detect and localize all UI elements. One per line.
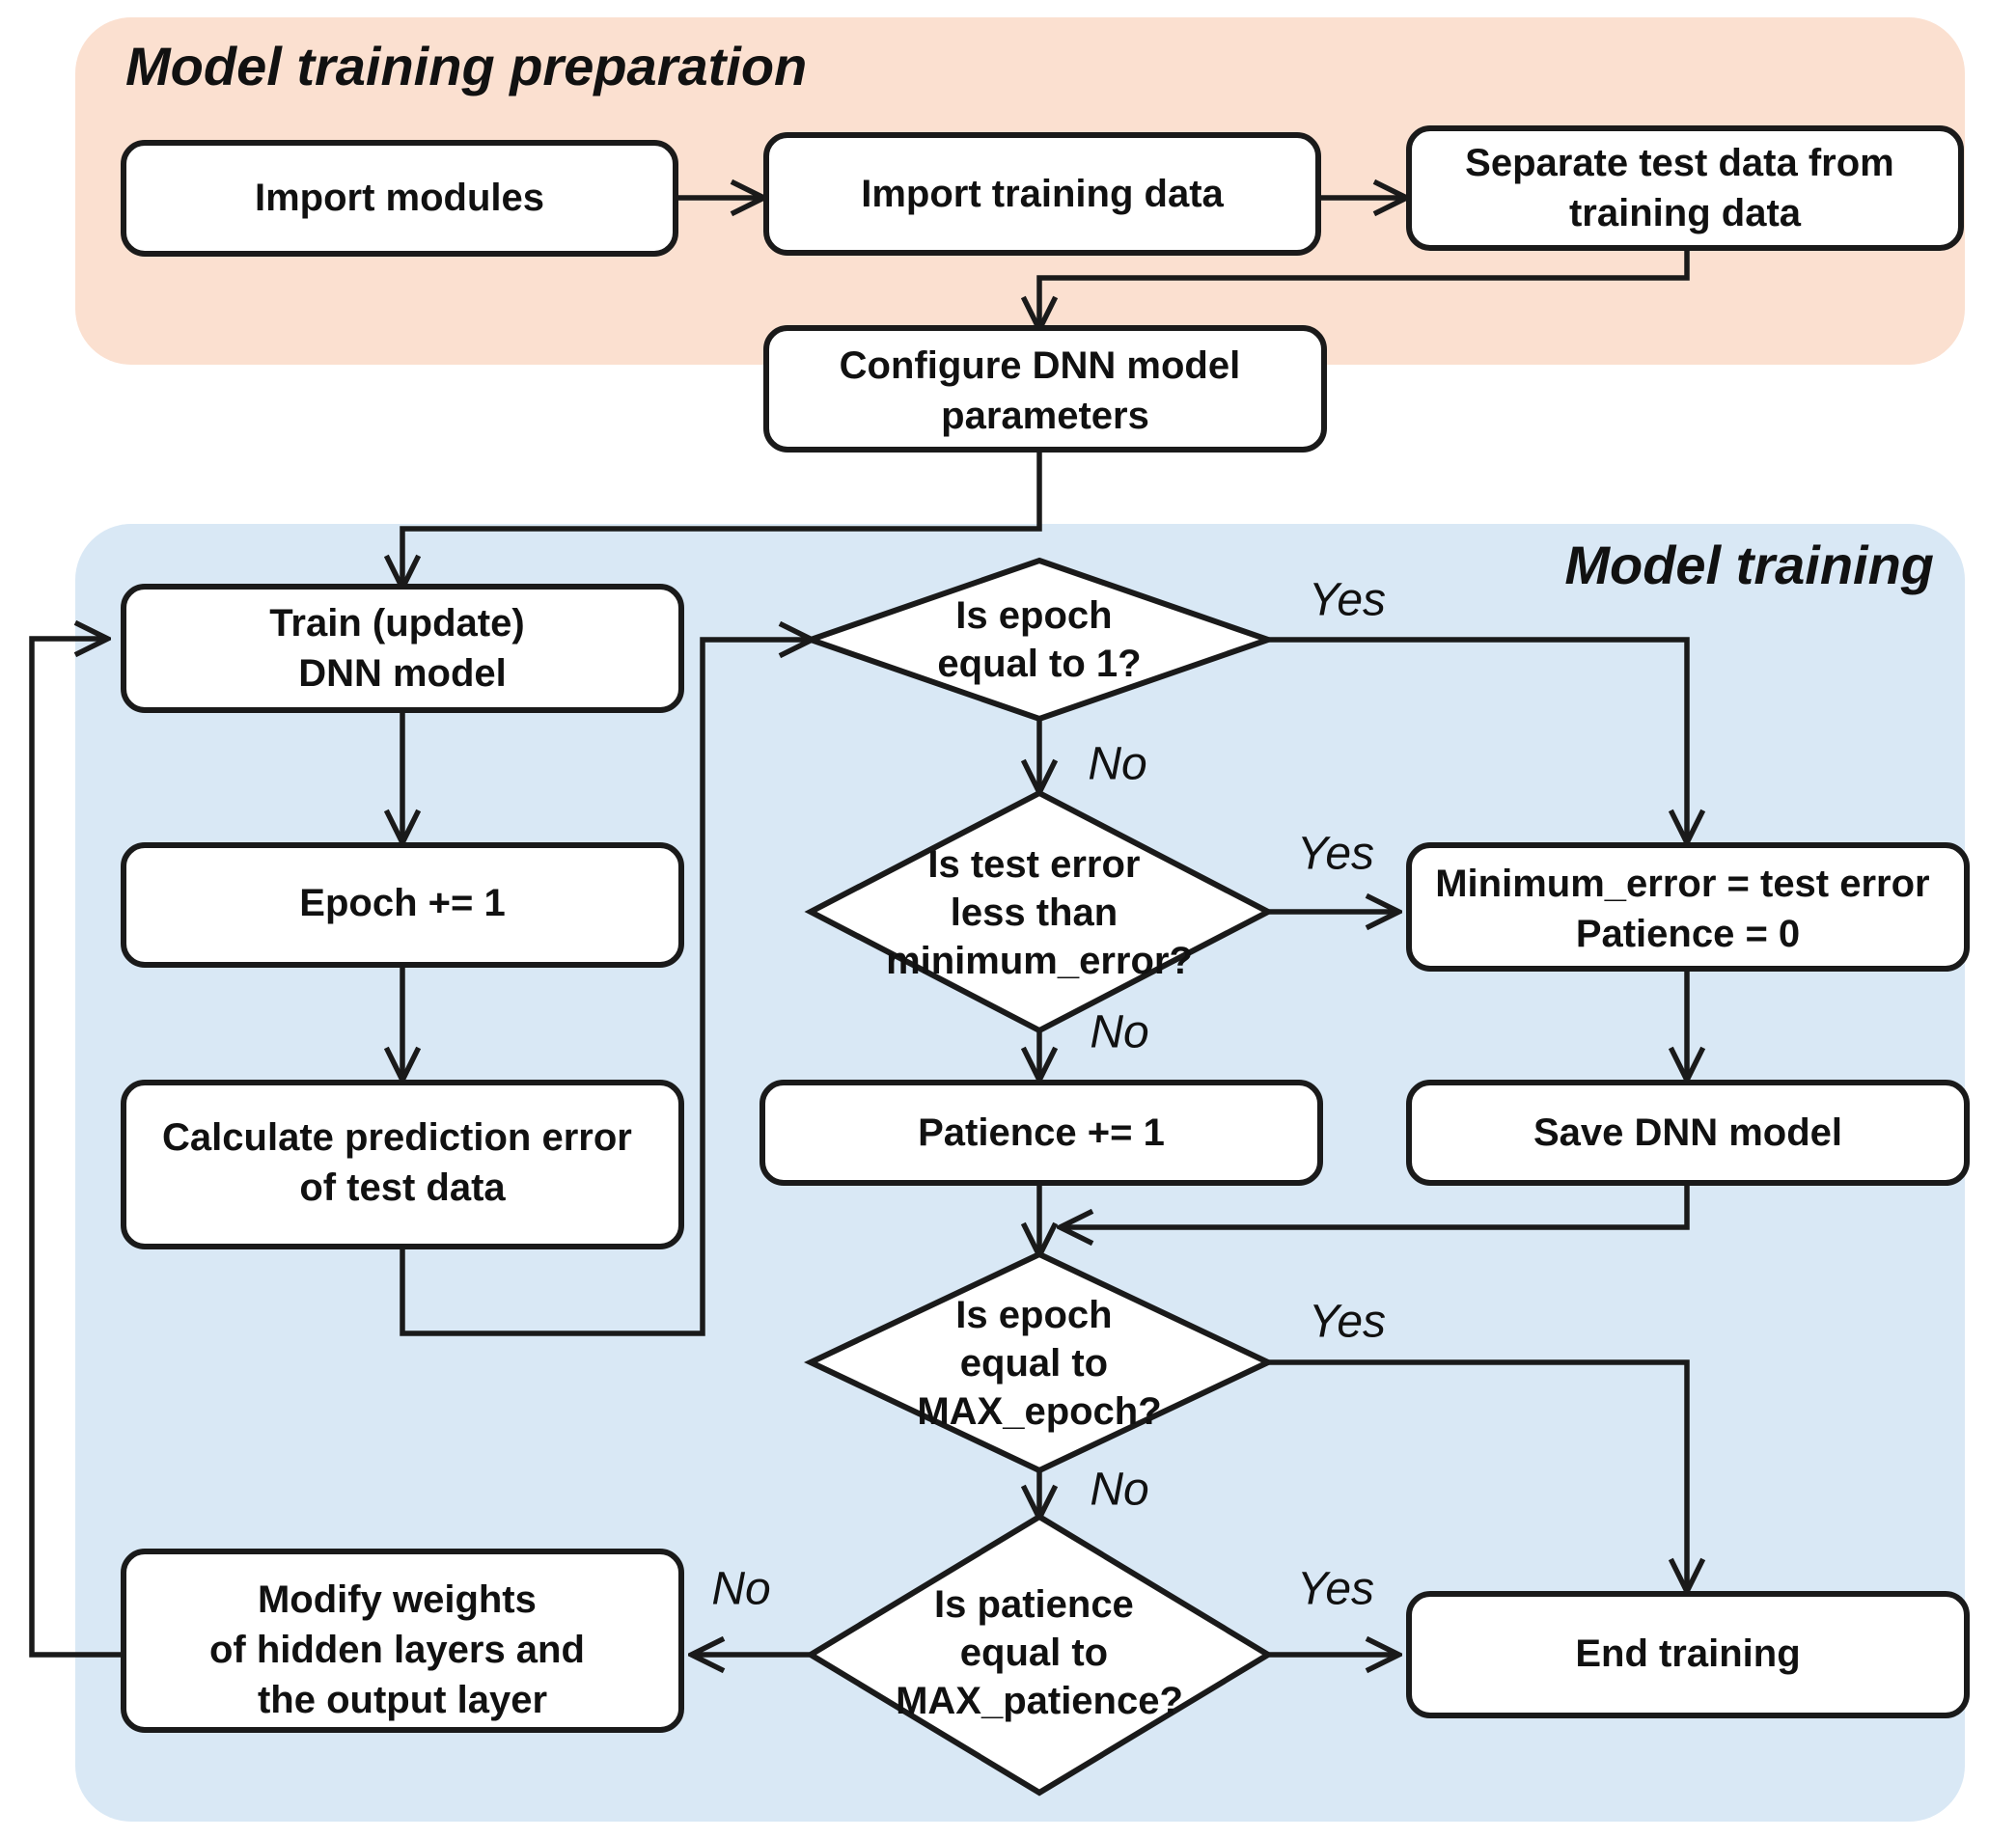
svg-text:Epoch += 1: Epoch += 1	[299, 882, 505, 924]
node-save-dnn-model[interactable]: Save DNN model	[1406, 1080, 1970, 1186]
node-end-training[interactable]: End training	[1406, 1591, 1970, 1718]
node-line: the output layer	[258, 1679, 547, 1721]
node-line: Is patience	[934, 1583, 1134, 1626]
node-is-patience-equal-to-max-patience[interactable]: Is patience equal to MAX_patience?	[805, 1513, 1274, 1797]
node-line: MAX_epoch?	[917, 1390, 1161, 1433]
node-line: Import modules	[255, 177, 544, 219]
node-line: parameters	[941, 395, 1149, 437]
node-line: End training	[1575, 1632, 1800, 1675]
node-modify-weights[interactable]: Modify weights of hidden layers and the …	[121, 1549, 684, 1733]
panel-title-training: Model training	[1564, 535, 1934, 595]
svg-text:Separate test data from: Separate test data from training data	[1465, 142, 1905, 234]
node-set-minimum-error[interactable]: Minimum_error = test error Patience = 0	[1406, 842, 1970, 972]
edge-label-is-epoch-max-no: No	[1090, 1465, 1148, 1516]
edge-separate-test-data-to-configure-dnn	[1039, 248, 1690, 328]
node-line: minimum_error?	[886, 940, 1193, 982]
edge-is-epoch-max-yes-to-end-training	[1268, 1359, 1687, 1590]
node-line: equal to	[960, 1632, 1108, 1674]
node-train-dnn-model[interactable]: Train (update) DNN model	[121, 584, 684, 713]
node-line: Patience = 0	[1576, 913, 1800, 955]
edge-is-epoch-1-yes-to-set-minimum-error	[1268, 637, 1687, 841]
node-line: DNN model	[298, 652, 507, 695]
node-line: equal to	[960, 1342, 1108, 1385]
edge-modify-weights-to-train-dnn	[29, 639, 125, 1658]
edge-label-is-patience-max-no: No	[711, 1564, 770, 1615]
svg-text:Minimum_error = test error: Minimum_error = test error Patience = 0	[1435, 863, 1941, 955]
edge-save-model-to-is-epoch-max	[1062, 1183, 1690, 1227]
node-line: Is test error	[927, 843, 1140, 886]
node-line: equal to 1?	[937, 643, 1141, 685]
node-calculate-prediction-error[interactable]: Calculate prediction error of test data	[121, 1080, 684, 1249]
svg-text:Is patience equal to: Is patience equal to MAX_patience?	[896, 1583, 1183, 1722]
node-line: Separate test data from	[1465, 142, 1894, 184]
node-line: Modify weights	[258, 1578, 537, 1621]
svg-text:Modify weights of hidd: Modify weights of hidden layers and the …	[209, 1578, 595, 1721]
node-epoch-increment[interactable]: Epoch += 1	[121, 842, 684, 968]
panel-title-preparation: Model training preparation	[125, 36, 807, 96]
svg-text:Save DNN model: Save DNN model	[1533, 1111, 1842, 1154]
node-line: Is epoch	[955, 1294, 1112, 1336]
node-line: Import training data	[861, 173, 1224, 215]
node-line: Patience += 1	[918, 1111, 1165, 1154]
edge-label-is-test-error-yes: Yes	[1297, 829, 1374, 880]
edge-configure-dnn-to-train-dnn	[402, 450, 1042, 587]
edge-label-is-epoch-max-yes: Yes	[1309, 1297, 1386, 1348]
node-import-modules[interactable]: Import modules	[121, 140, 678, 257]
svg-text:Import training data: Import training data	[861, 173, 1224, 215]
svg-text:Patience += 1: Patience += 1	[918, 1111, 1165, 1154]
node-line: Epoch += 1	[299, 882, 505, 924]
svg-text:Is test error less tha: Is test error less than minimum_error?	[886, 843, 1193, 982]
node-is-epoch-equal-to-1[interactable]: Is epoch equal to 1?	[801, 557, 1278, 723]
svg-text:Import modules: Import modules	[255, 177, 544, 219]
node-separate-test-data[interactable]: Separate test data from training data	[1406, 125, 1964, 251]
node-configure-dnn-model-parameters[interactable]: Configure DNN model parameters	[763, 325, 1327, 453]
node-line: MAX_patience?	[896, 1680, 1183, 1722]
node-line: Is epoch	[955, 594, 1112, 637]
node-line: less than	[951, 892, 1118, 934]
edge-label-is-patience-max-yes: Yes	[1297, 1564, 1374, 1615]
node-patience-increment[interactable]: Patience += 1	[759, 1080, 1323, 1186]
svg-text:Train (update) DNN mod: Train (update) DNN model	[269, 602, 536, 695]
edge-label-is-epoch-1-no: No	[1088, 739, 1146, 790]
node-line: Train (update)	[269, 602, 524, 645]
node-line: Configure DNN model	[840, 344, 1241, 387]
node-line: training data	[1569, 192, 1802, 234]
edge-label-is-epoch-1-yes: Yes	[1309, 575, 1386, 626]
svg-text:End training: End training	[1575, 1632, 1800, 1675]
node-line: Calculate prediction error	[162, 1116, 632, 1159]
node-import-training-data[interactable]: Import training data	[763, 132, 1321, 256]
svg-text:Is epoch equal to 1?: Is epoch equal to 1?	[937, 594, 1141, 685]
svg-text:Is epoch equal to: Is epoch equal to MAX_epoch?	[917, 1294, 1161, 1433]
node-line: Save DNN model	[1533, 1111, 1842, 1154]
edge-label-is-test-error-no: No	[1090, 1007, 1148, 1058]
edge-calc-error-to-is-epoch-1	[400, 640, 811, 1336]
node-line: Minimum_error = test error	[1435, 863, 1929, 905]
svg-text:Configure DNN model pa: Configure DNN model parameters	[840, 344, 1252, 437]
node-line: of hidden layers and	[209, 1629, 585, 1671]
node-line: of test data	[299, 1166, 506, 1209]
node-is-test-error-less-than-minimum-error[interactable]: Is test error less than minimum_error?	[804, 789, 1275, 1034]
svg-text:Calculate prediction error: Calculate prediction error of test data	[162, 1116, 643, 1209]
node-is-epoch-equal-to-max-epoch[interactable]: Is epoch equal to MAX_epoch?	[803, 1250, 1276, 1474]
